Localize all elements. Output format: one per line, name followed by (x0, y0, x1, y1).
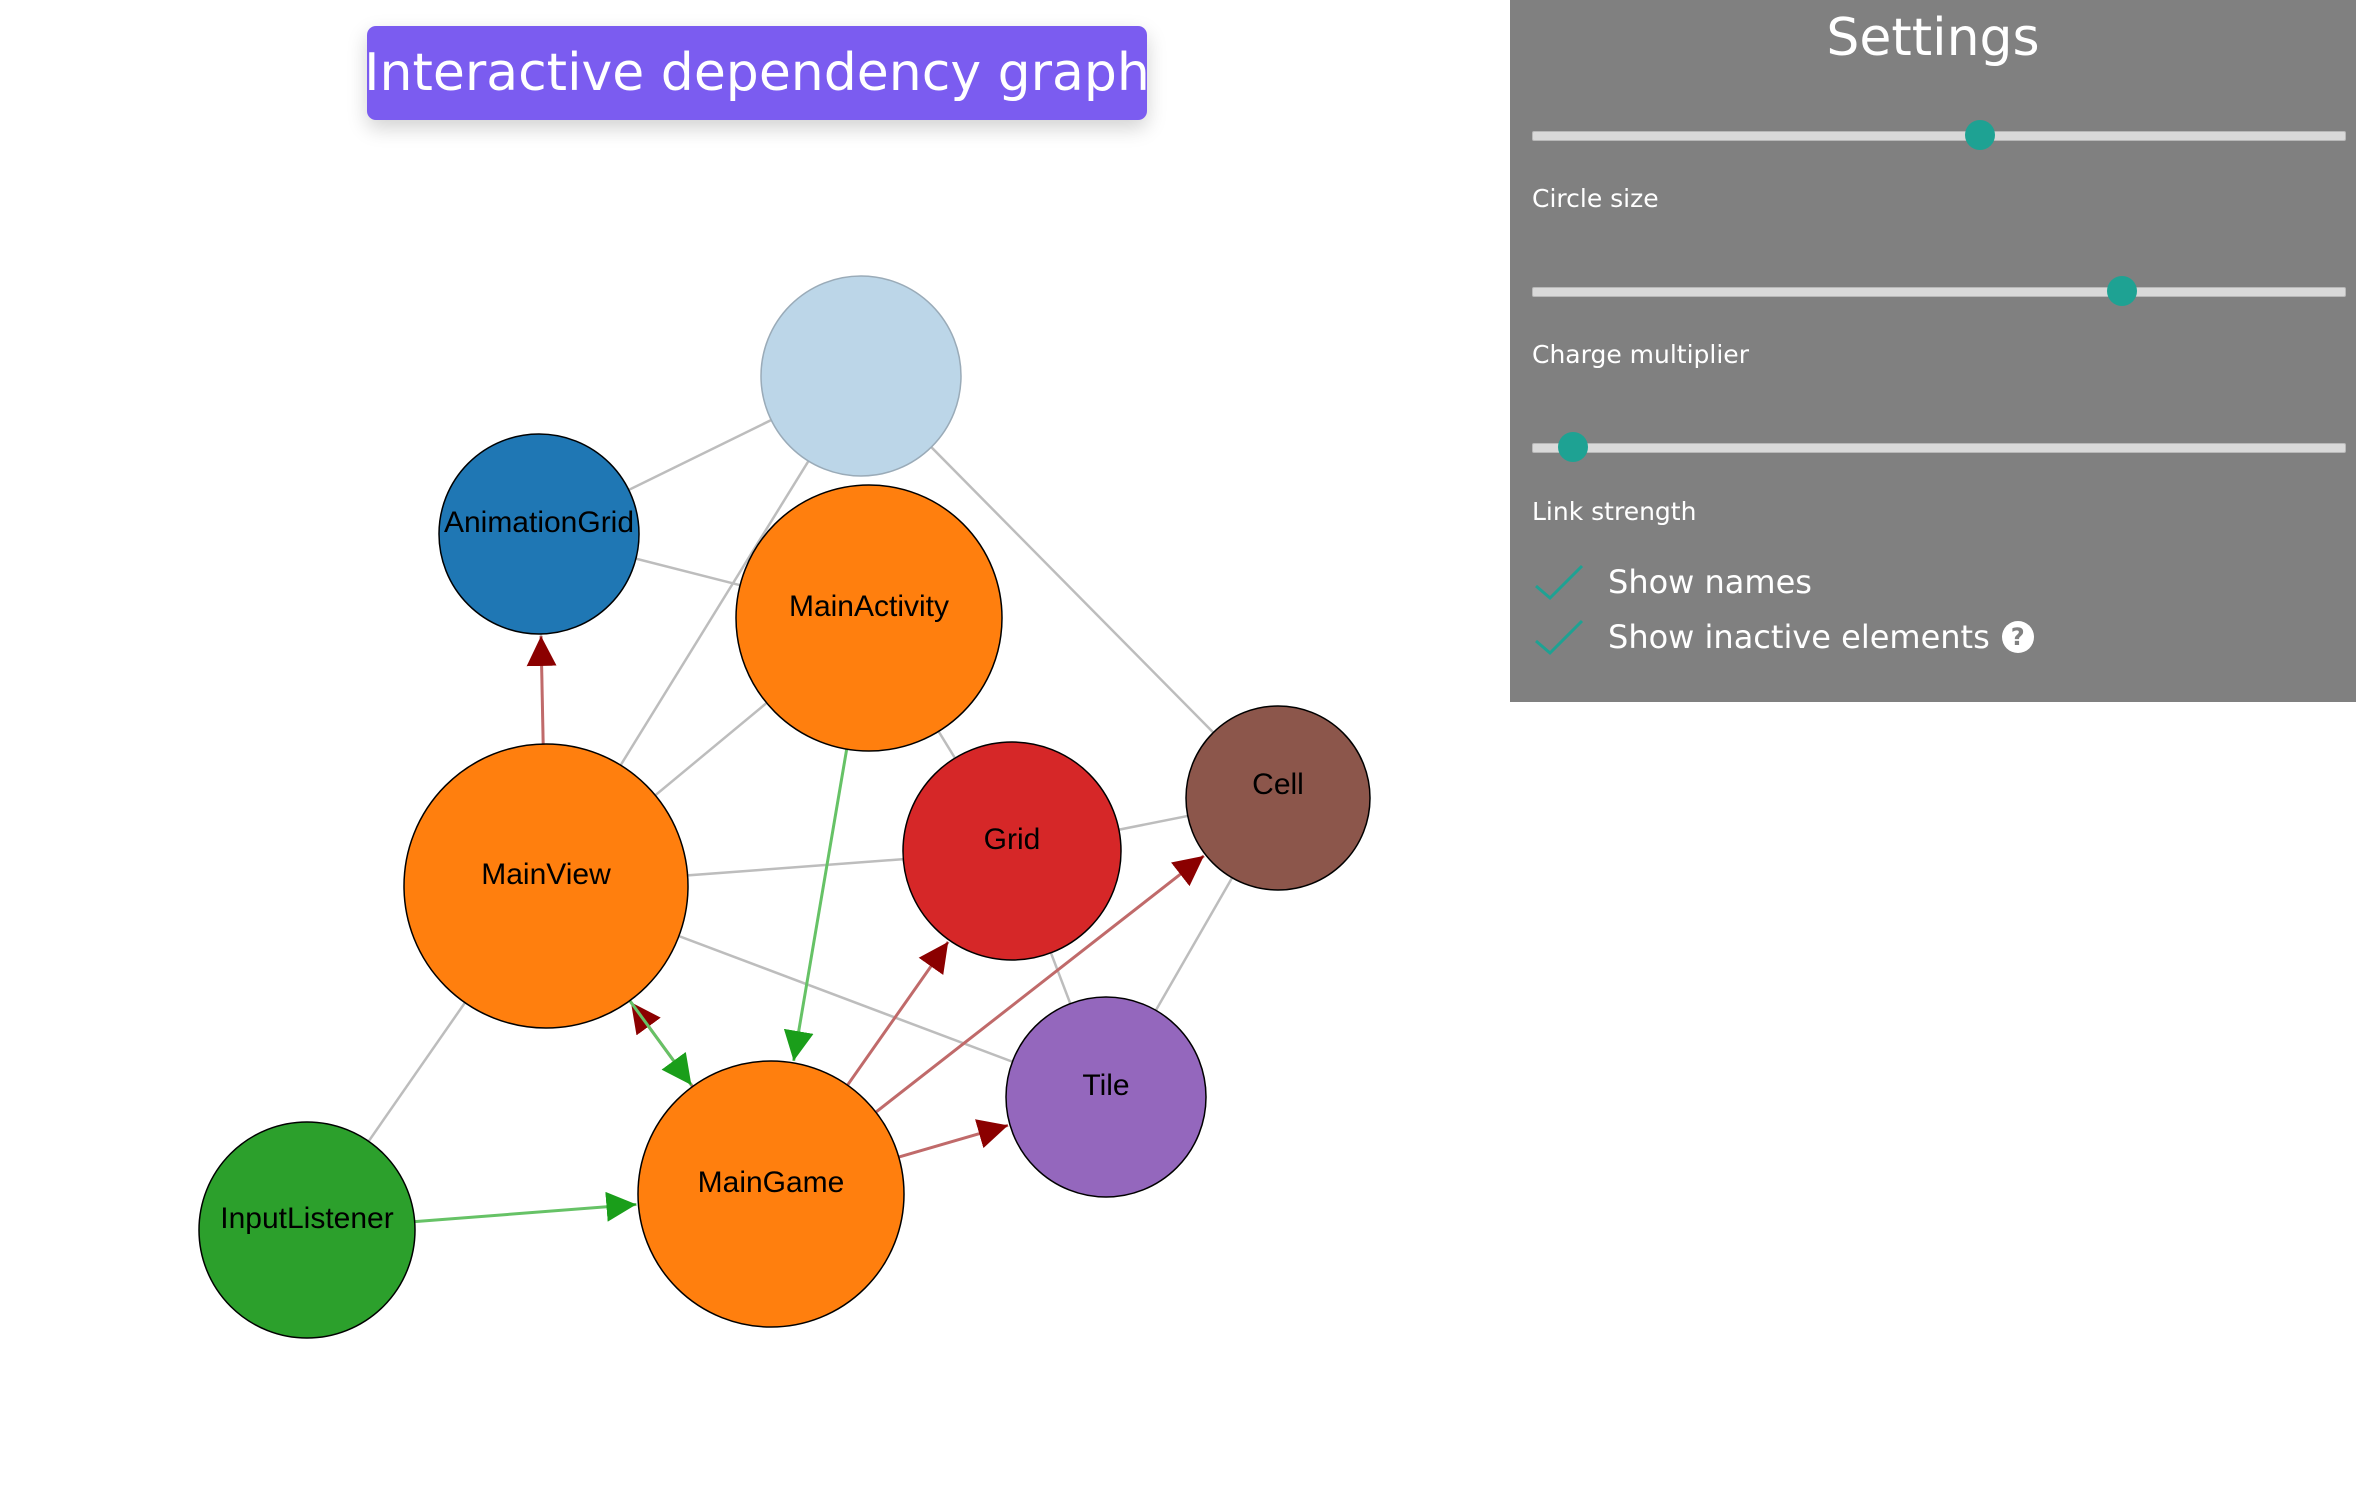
node-label: MainGame (698, 1166, 845, 1199)
help-icon[interactable]: ? (2001, 621, 2034, 653)
node-circle[interactable] (735, 484, 1003, 752)
graph-node-inputlistener[interactable]: InputListener (198, 1121, 416, 1339)
graph-node-cell[interactable]: Cell (1185, 705, 1371, 891)
graph-link-MainGame-Cell (874, 854, 1205, 1114)
graph-link-MainActivity-MainGame (783, 748, 849, 1062)
graph-node-animationgrid[interactable]: AnimationGrid (438, 433, 640, 635)
node-label: InputListener (220, 1202, 393, 1235)
graph-link-MainView-AnimationGrid (526, 635, 557, 745)
node-circle[interactable] (438, 433, 640, 635)
slider-track[interactable] (1532, 287, 2346, 297)
slider-thumb[interactable] (1557, 432, 1588, 462)
show-names-checkbox[interactable]: Show names (1532, 560, 1812, 604)
graph-link-MainGame-Grid (846, 940, 950, 1087)
node-label: Tile (1082, 1069, 1129, 1102)
slider-thumb[interactable] (2107, 276, 2138, 306)
circle-size-slider[interactable] (1532, 120, 2346, 151)
node-label: AnimationGrid (444, 506, 634, 539)
slider-track[interactable] (1532, 131, 2346, 141)
graph-node-mainview[interactable]: MainView (403, 743, 689, 1029)
link-strength-slider[interactable] (1532, 432, 2346, 463)
node-label: MainActivity (789, 590, 949, 623)
node-circle[interactable] (1185, 705, 1371, 891)
settings-panel: Settings Circle size Charge multiplier L… (1510, 0, 2356, 702)
show-inactive-elements-checkbox[interactable]: Show inactive elements ? (1532, 615, 2034, 659)
node-circle[interactable] (403, 743, 689, 1029)
node-label: Grid (984, 823, 1041, 856)
node-circle[interactable] (198, 1121, 416, 1339)
slider-thumb[interactable] (1964, 120, 1995, 150)
page-title: Interactive dependency graph (364, 26, 1150, 120)
circle-size-label: Circle size (1532, 184, 1659, 213)
show-inactive-elements-label: Show inactive elements (1608, 618, 1990, 656)
graph-link-MainGame-Tile (898, 1119, 1009, 1159)
graph-link-InputListener-MainGame (414, 1191, 637, 1224)
node-label: MainView (481, 858, 611, 891)
link-strength-label: Link strength (1532, 497, 1697, 526)
node-circle[interactable] (902, 741, 1122, 961)
node-circle[interactable] (637, 1060, 905, 1328)
show-names-label: Show names (1608, 563, 1812, 601)
graph-node-grid[interactable]: Grid (902, 741, 1122, 961)
settings-title: Settings (1826, 8, 2040, 68)
graph-node-unnamed[interactable] (760, 275, 962, 477)
graph-node-tile[interactable]: Tile (1005, 996, 1207, 1198)
graph-node-maingame[interactable]: MainGame (637, 1060, 905, 1328)
check-icon (1535, 619, 1584, 656)
check-icon (1535, 564, 1584, 601)
graph-link-MainView-MainGame (628, 999, 693, 1086)
charge-multiplier-slider[interactable] (1532, 276, 2346, 307)
graph-node-mainactivity[interactable]: MainActivity (735, 484, 1003, 752)
node-circle[interactable] (760, 275, 962, 477)
charge-multiplier-label: Charge multiplier (1532, 340, 1749, 369)
slider-track[interactable] (1532, 443, 2346, 453)
node-label: Cell (1252, 768, 1304, 801)
node-circle[interactable] (1005, 996, 1207, 1198)
